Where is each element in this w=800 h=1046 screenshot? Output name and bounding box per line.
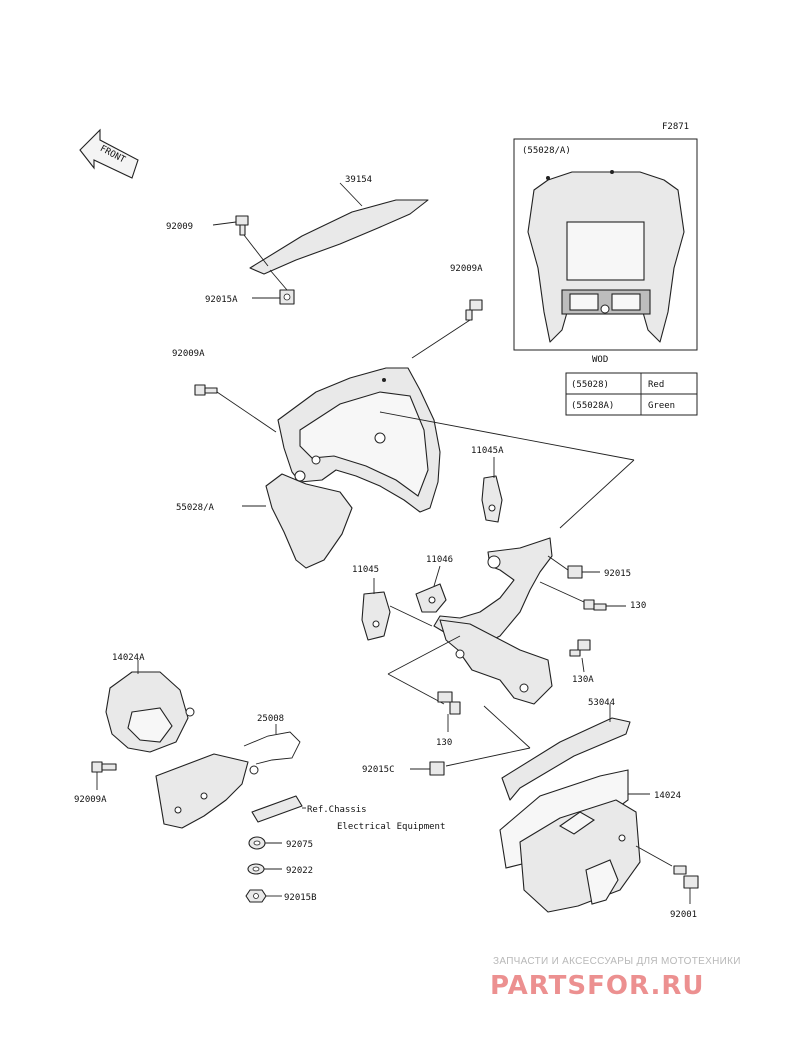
label-14024: 14024 [654,791,681,801]
bolt-130A [569,639,591,673]
label-11045: 11045 [352,565,379,575]
label-130A: 130A [572,675,594,685]
seal-53044 [501,704,631,801]
color-table-color-2: Green [648,401,675,411]
screw-92009A-bottom [91,761,117,790]
bracket-25008 [155,724,301,829]
watermark-tagline: ЗАПЧАСТИ И АКСЕССУАРЫ ДЛЯ МОТОТЕХНИКИ [493,956,741,967]
inset-panel: (55028/A) [513,138,698,351]
label-55028A: 55028/A [176,503,215,513]
label-92015: 92015 [604,569,631,579]
cover-14024 [499,769,650,913]
nut-92015A [252,269,295,305]
ref-note-line1: Ref.Chassis [307,805,367,815]
label-53044: 53044 [588,698,615,708]
model-label: WOD [592,355,608,365]
color-table-part-2: (55028A) [571,401,614,411]
nut-92015B [245,889,282,903]
strap-ref-chassis [251,795,306,823]
label-130-bottom: 130 [436,738,452,748]
cover-14024A [105,660,195,753]
bracket-assembly [361,457,553,767]
inset-caption: (55028/A) [522,146,571,156]
bolt-130-bottom [437,691,461,732]
color-table: (55028) Red (55028A) Green [565,372,698,416]
label-14024A: 14024A [112,653,145,663]
fairing-55028A [242,367,635,569]
label-130-right: 130 [630,601,646,611]
nut-92015 [547,555,600,579]
fairing-inset-illustration [527,170,685,343]
bolt-92009A-top [411,299,483,359]
bolt-92001 [635,845,699,904]
label-92009A-left: 92009A [172,349,205,359]
label-92075: 92075 [286,840,313,850]
label-92015B: 92015B [284,893,317,903]
label-92009: 92009 [166,222,193,232]
label-39154: 39154 [345,175,372,185]
washer-92075 [248,836,282,850]
front-arrow-icon: FRONT [79,128,139,179]
label-92022: 92022 [286,866,313,876]
label-25008: 25008 [257,714,284,724]
nut-92015C [410,761,445,776]
color-table-part-1: (55028) [571,380,609,390]
label-11045A: 11045A [471,446,504,456]
bolt-130-right [539,581,626,611]
label-92015A: 92015A [205,295,238,305]
label-92009A-bottom: 92009A [74,795,107,805]
label-92009A-top: 92009A [450,264,483,274]
color-table-color-1: Red [648,380,664,390]
watermark-brand: PARTSFOR.RU [490,971,704,1001]
ref-note-line2: Electrical Equipment [337,822,445,832]
windshield-39154 [249,182,429,275]
label-11046: 11046 [426,555,453,565]
bolt-92009A-left [194,384,277,433]
figure-id: F2871 [662,122,689,132]
label-92001: 92001 [670,910,697,920]
screw-92009 [212,215,269,267]
washer-92022 [247,863,282,875]
label-92015C: 92015C [362,765,395,775]
